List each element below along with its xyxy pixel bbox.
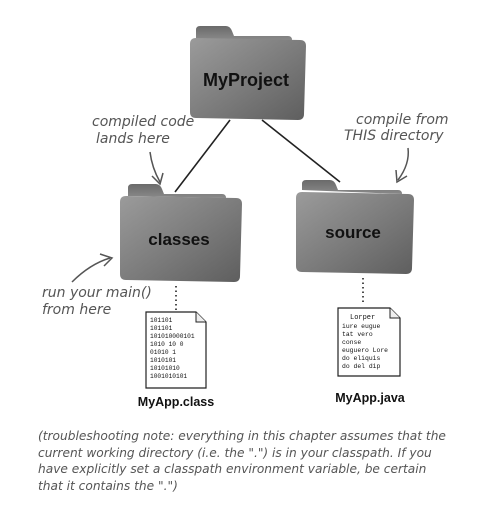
folder-source: source [296,180,414,274]
class-line-6: 1010101 [150,357,176,364]
file-name-java: MyApp.java [335,391,406,405]
java-line-2: iure eugue [342,323,381,330]
annotation-run-line2: from here [42,302,111,318]
annotation-compiled-line1: compiled code [92,114,194,130]
folder-classes: classes [120,184,242,282]
annotation-run-line1: run your main() [42,285,152,301]
annotation-compile-line1: compile from [356,112,449,128]
tree-connectors [174,119,341,193]
note-line-3: have explicitly set a classpath environm… [38,462,427,476]
class-line-3: 101010000101 [150,333,195,340]
file-name-class: MyApp.class [138,395,214,409]
class-line-7: 10101010 [150,365,180,372]
class-line-1: 101101 [150,317,173,324]
note-line-4: that it contains the ".") [38,478,178,493]
note-line-2: current working directory (i.e. the ".")… [38,445,432,460]
note-line-1: (troubleshooting note: everything in thi… [38,429,446,443]
java-line-6: do eliquis [342,355,381,362]
java-line-3: tat vero [342,331,373,338]
java-line-1: Lorper [350,314,375,322]
troubleshooting-note: (troubleshooting note: everything in thi… [38,428,478,494]
file-myapp-java: Lorper iure eugue tat vero conse euguero… [335,307,406,405]
annotation-compile-from: compile from THIS directory [344,112,449,184]
folder-label-myproject: MyProject [203,70,289,90]
java-line-4: conse [342,339,361,346]
annotation-compiled: compiled code lands here [92,114,194,186]
java-line-7: do del dip [342,363,381,370]
java-line-5: euguero Lore [342,347,388,354]
class-line-5: 01010 1 [150,349,176,356]
class-line-8: 1001010101 [150,373,187,380]
annotation-run-main: run your main() from here [42,253,152,318]
file-myapp-class: 101101 101101 101010000101 1010 10 0 010… [138,311,214,409]
folder-label-source: source [325,223,381,242]
folder-myproject: MyProject [190,26,306,120]
class-line-2: 101101 [150,325,173,332]
annotation-compiled-line2: lands here [96,131,170,147]
folder-label-classes: classes [148,230,209,249]
annotation-compile-line2: THIS directory [344,128,444,144]
class-line-4: 1010 10 0 [150,341,184,348]
